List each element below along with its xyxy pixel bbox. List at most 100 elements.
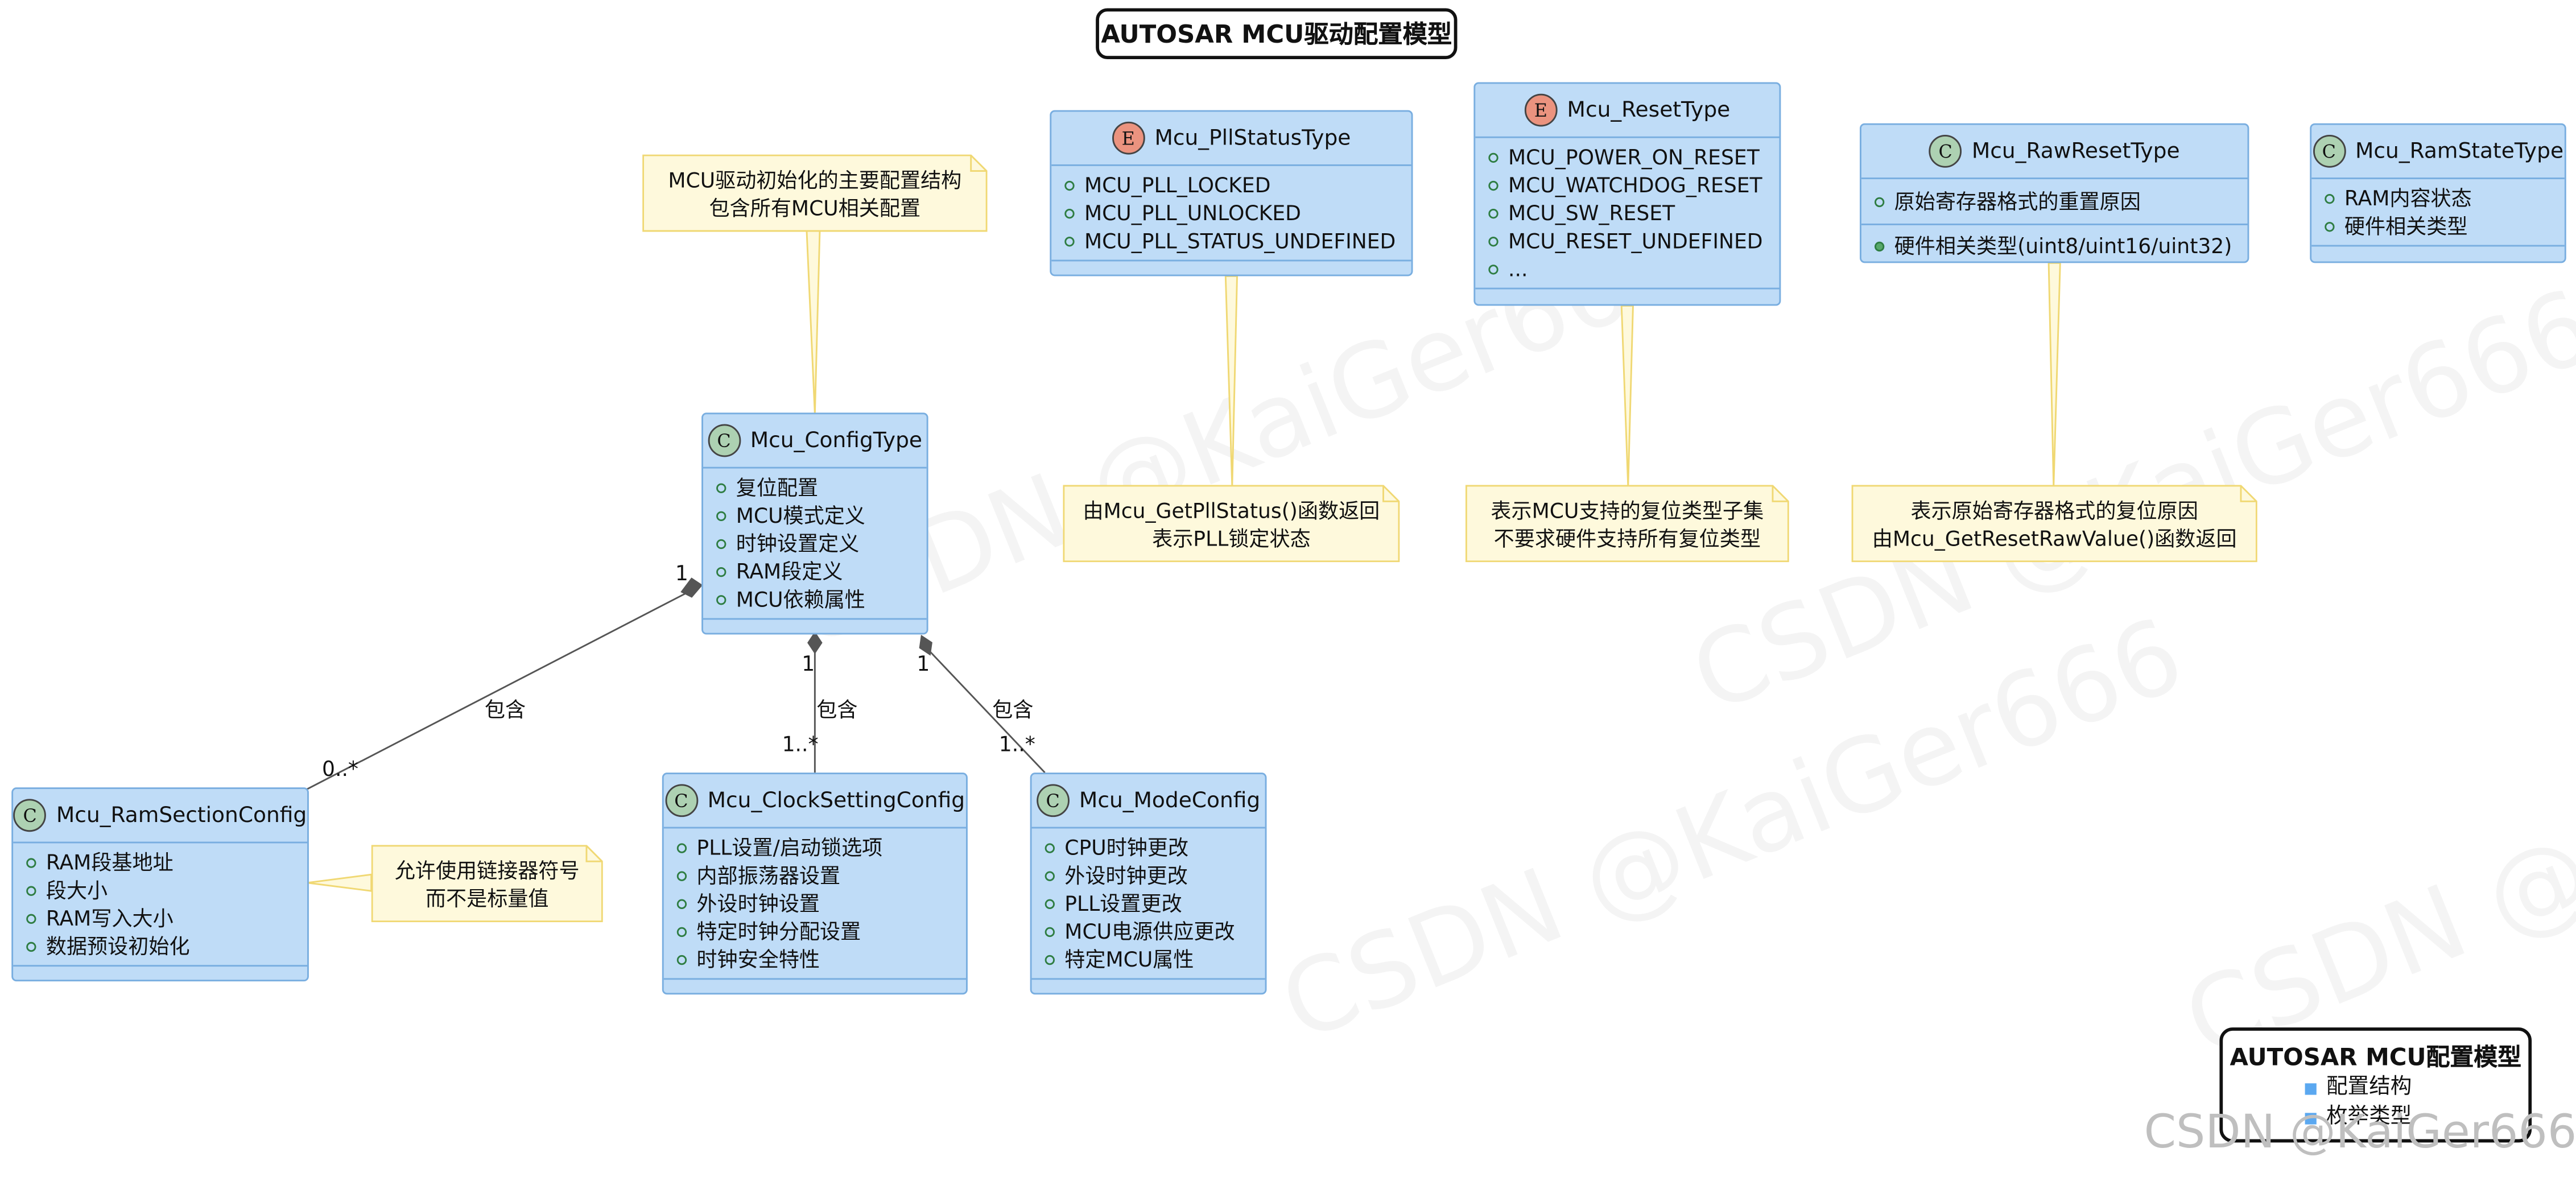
relation-label: 包含 [816, 697, 858, 722]
field-dot-icon [676, 954, 687, 964]
method-list: 硬件相关类型(uint8/uint16/uint32) [1861, 225, 2248, 262]
legend-item: 枚举类型 [2305, 1103, 2529, 1133]
field-item: 数据预设初始化 [26, 932, 307, 960]
note-pll-text: 由Mcu_GetPllStatus()函数返回表示PLL锁定状态 [1083, 498, 1380, 551]
legend-swatch-icon [2305, 1112, 2317, 1124]
multiplicity-label: 0..* [322, 756, 358, 781]
class-mcu-mode-config[interactable]: C Mcu_ModeConfig CPU时钟更改 外设时钟更改 PLL设置更改 … [1030, 773, 1267, 995]
field-item: MCU_SW_RESET [1488, 199, 1779, 227]
field-dot-icon [26, 913, 36, 923]
note-link-ram [307, 873, 373, 892]
class-badge-icon: C [664, 784, 698, 817]
field-dot-icon [716, 510, 726, 521]
class-mcu-raw-reset-type[interactable]: C Mcu_RawResetType 原始寄存器格式的重置原因 硬件相关类型(u… [1859, 123, 2249, 263]
method-item: 硬件相关类型(uint8/uint16/uint32) [1874, 232, 2248, 259]
composition-diamond-mode [919, 634, 932, 656]
field-dot-icon [716, 482, 726, 493]
field-item: MCU_PLL_UNLOCKED [1064, 199, 1411, 227]
field-list: 复位配置 MCU模式定义 时钟设置定义 RAM段定义 MCU依赖属性 [703, 469, 927, 618]
field-dot-icon [716, 594, 726, 604]
field-item: MCU_WATCHDOG_RESET [1488, 171, 1779, 199]
relation-label: 包含 [992, 697, 1034, 722]
note-reset-text: 表示MCU支持的复位类型子集不要求硬件支持所有复位类型 [1491, 498, 1764, 551]
field-dot-icon [1045, 926, 1055, 936]
field-item: CPU时钟更改 [1045, 833, 1265, 861]
multiplicity-label: 1 [917, 651, 930, 676]
class-mcu-ram-state-type[interactable]: C Mcu_RamStateType RAM内容状态 硬件相关类型 [2310, 123, 2566, 263]
field-dot-icon [1064, 208, 1075, 218]
csdn-watermark: CSDN @KaiGer666 [2144, 1104, 2576, 1159]
field-dot-icon [26, 857, 36, 868]
field-item: RAM写入大小 [26, 904, 307, 932]
class-name: Mcu_ClockSettingConfig [707, 788, 965, 813]
enum-mcu-reset-type[interactable]: E Mcu_ResetType MCU_POWER_ON_RESET MCU_W… [1473, 82, 1781, 306]
class-badge-icon: C [2312, 134, 2346, 168]
composition-diamond-clock [807, 631, 823, 654]
field-item: 复位配置 [716, 473, 927, 501]
class-mcu-ram-section-config[interactable]: C Mcu_RamSectionConfig RAM段基地址 段大小 RAM写入… [11, 787, 309, 982]
field-item: 内部振荡器设置 [676, 861, 966, 889]
field-dot-icon [1488, 263, 1498, 274]
note-pll [1063, 485, 1400, 563]
class-mcu-clock-setting-config[interactable]: C Mcu_ClockSettingConfig PLL设置/启动锁选项 内部振… [662, 773, 968, 995]
field-item: MCU_POWER_ON_RESET [1488, 143, 1779, 171]
relation-label: 包含 [484, 697, 526, 722]
field-item: 外设时钟更改 [1045, 861, 1265, 889]
field-dot-icon [1045, 870, 1055, 881]
field-dot-icon [26, 885, 36, 895]
legend-swatch-icon [2305, 1082, 2317, 1095]
note-ram [371, 845, 603, 923]
enum-mcu-pll-status-type[interactable]: E Mcu_PllStatusType MCU_PLL_LOCKED MCU_P… [1050, 110, 1413, 276]
field-item: 特定MCU属性 [1045, 945, 1265, 973]
field-dot-icon [2325, 193, 2335, 203]
class-mcu-config-type[interactable]: C Mcu_ConfigType 复位配置 MCU模式定义 时钟设置定义 RAM… [701, 412, 928, 635]
method-dot-icon [1874, 241, 1885, 251]
note-link-reset [1620, 305, 1634, 487]
class-name: Mcu_ConfigType [750, 428, 923, 453]
field-item: 段大小 [26, 876, 307, 904]
class-name: Mcu_RawResetType [1971, 139, 2180, 164]
field-item: 硬件相关类型 [2325, 212, 2565, 240]
enum-name: Mcu_ResetType [1567, 97, 1731, 123]
field-item: 特定时钟分配设置 [676, 917, 966, 945]
class-badge-icon: C [13, 799, 47, 832]
field-dot-icon [1064, 180, 1075, 190]
field-list: MCU_PLL_LOCKED MCU_PLL_UNLOCKED MCU_PLL_… [1051, 166, 1411, 260]
field-item: MCU_RESET_UNDEFINED [1488, 227, 1779, 255]
field-list: PLL设置/启动锁选项 内部振荡器设置 外设时钟设置 特定时钟分配设置 时钟安全… [664, 828, 966, 978]
field-item: PLL设置/启动锁选项 [676, 833, 966, 861]
multiplicity-label: 1..* [782, 731, 819, 757]
field-dot-icon [1045, 842, 1055, 853]
composition-line-ram [307, 584, 702, 790]
field-dot-icon [676, 870, 687, 881]
note-raw [1851, 485, 2257, 563]
field-dot-icon [1045, 898, 1055, 908]
field-list: 原始寄存器格式的重置原因 [1861, 179, 2248, 224]
composition-diamond-ram [680, 577, 703, 598]
note-config-text: MCU驱动初始化的主要配置结构包含所有MCU相关配置 [668, 167, 962, 221]
field-dot-icon [676, 842, 687, 853]
field-item: PLL设置更改 [1045, 889, 1265, 917]
field-dot-icon [716, 538, 726, 548]
field-item: MCU_PLL_LOCKED [1064, 171, 1411, 199]
field-dot-icon [1488, 208, 1498, 218]
field-item: RAM内容状态 [2325, 184, 2565, 212]
field-item: MCU_PLL_STATUS_UNDEFINED [1064, 227, 1411, 255]
note-reset [1465, 485, 1789, 563]
field-item: 时钟设置定义 [716, 529, 927, 557]
enum-badge-icon: E [1524, 93, 1558, 127]
note-ram-text: 允许使用链接器符号而不是标量值 [394, 858, 580, 911]
class-badge-icon: C [1929, 134, 1962, 168]
note-config [642, 154, 988, 232]
legend: AUTOSAR MCU配置模型 配置结构 枚举类型 [2219, 1027, 2532, 1143]
class-name: Mcu_RamStateType [2355, 139, 2564, 164]
enum-badge-icon: E [1112, 121, 1145, 155]
field-dot-icon [2325, 221, 2335, 232]
field-dot-icon [26, 941, 36, 951]
field-item: MCU电源供应更改 [1045, 917, 1265, 945]
field-dot-icon [1045, 954, 1055, 964]
field-item: MCU模式定义 [716, 501, 927, 529]
field-list: RAM内容状态 硬件相关类型 [2311, 179, 2565, 245]
field-item: MCU依赖属性 [716, 585, 927, 613]
note-link-config [806, 229, 821, 415]
